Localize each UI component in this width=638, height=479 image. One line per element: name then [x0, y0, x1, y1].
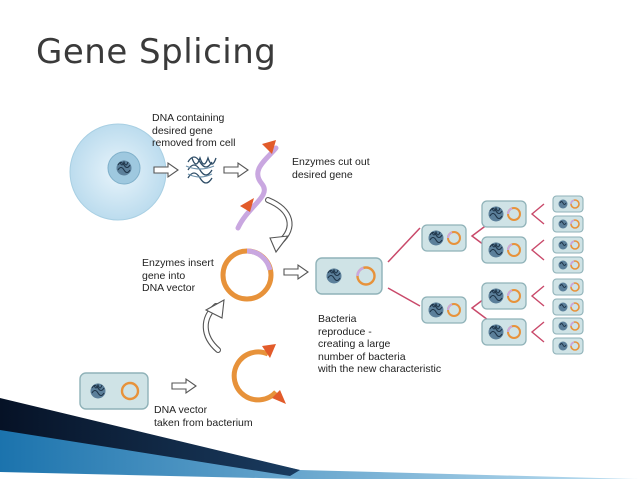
bacterium-gen3-7: [552, 317, 584, 335]
bacterium-gen3-4: [552, 256, 584, 274]
label-dna-vector: DNA vector taken from bacterium: [154, 404, 253, 429]
bacterium-gen3-6: [552, 298, 584, 316]
arrow-gene-to-vector: [265, 197, 293, 254]
decor-slab-dark: [0, 398, 300, 476]
cell: [69, 123, 167, 221]
branch-gen3: [530, 203, 545, 343]
bacterium-gen3-2: [552, 215, 584, 233]
bacterium-gen3-5: [552, 278, 584, 296]
opened-plasmid: [231, 344, 286, 404]
label-enzymes-insert: Enzymes insert gene into DNA vector: [142, 257, 214, 294]
page-title: Gene Splicing: [36, 32, 277, 72]
bacterium-gen2-c: [482, 283, 526, 309]
branch-gen1: [387, 227, 421, 307]
decor-slab-blue: [0, 402, 638, 479]
bacterium-gen1-a: [422, 225, 466, 251]
bacterium-gen3-1: [552, 195, 584, 213]
arrow-vector-to-bacterium: [283, 264, 309, 280]
bacterium-gen2-a: [482, 201, 526, 227]
cut-gene-strand: [235, 140, 279, 231]
label-dna-containing: DNA containing desired gene removed from…: [152, 112, 236, 149]
recombinant-plasmid: [220, 248, 274, 302]
arrow-plasmid-to-vector: [202, 299, 225, 353]
recombinant-bacterium: [315, 257, 383, 295]
label-bacteria-reproduce: Bacteria reproduce - creating a large nu…: [318, 313, 442, 375]
arrow-dna-to-gene: [223, 162, 249, 178]
arrow-bacterium-to-plasmid: [171, 378, 197, 394]
source-bacterium: [79, 372, 149, 410]
bacterium-gen2-b: [482, 237, 526, 263]
bacterium-gen3-8: [552, 337, 584, 355]
extracted-dna: [185, 155, 217, 184]
bacterium-gen3-3: [552, 236, 584, 254]
bacterium-gen2-d: [482, 319, 526, 345]
label-enzymes-cut: Enzymes cut out desired gene: [292, 156, 370, 181]
